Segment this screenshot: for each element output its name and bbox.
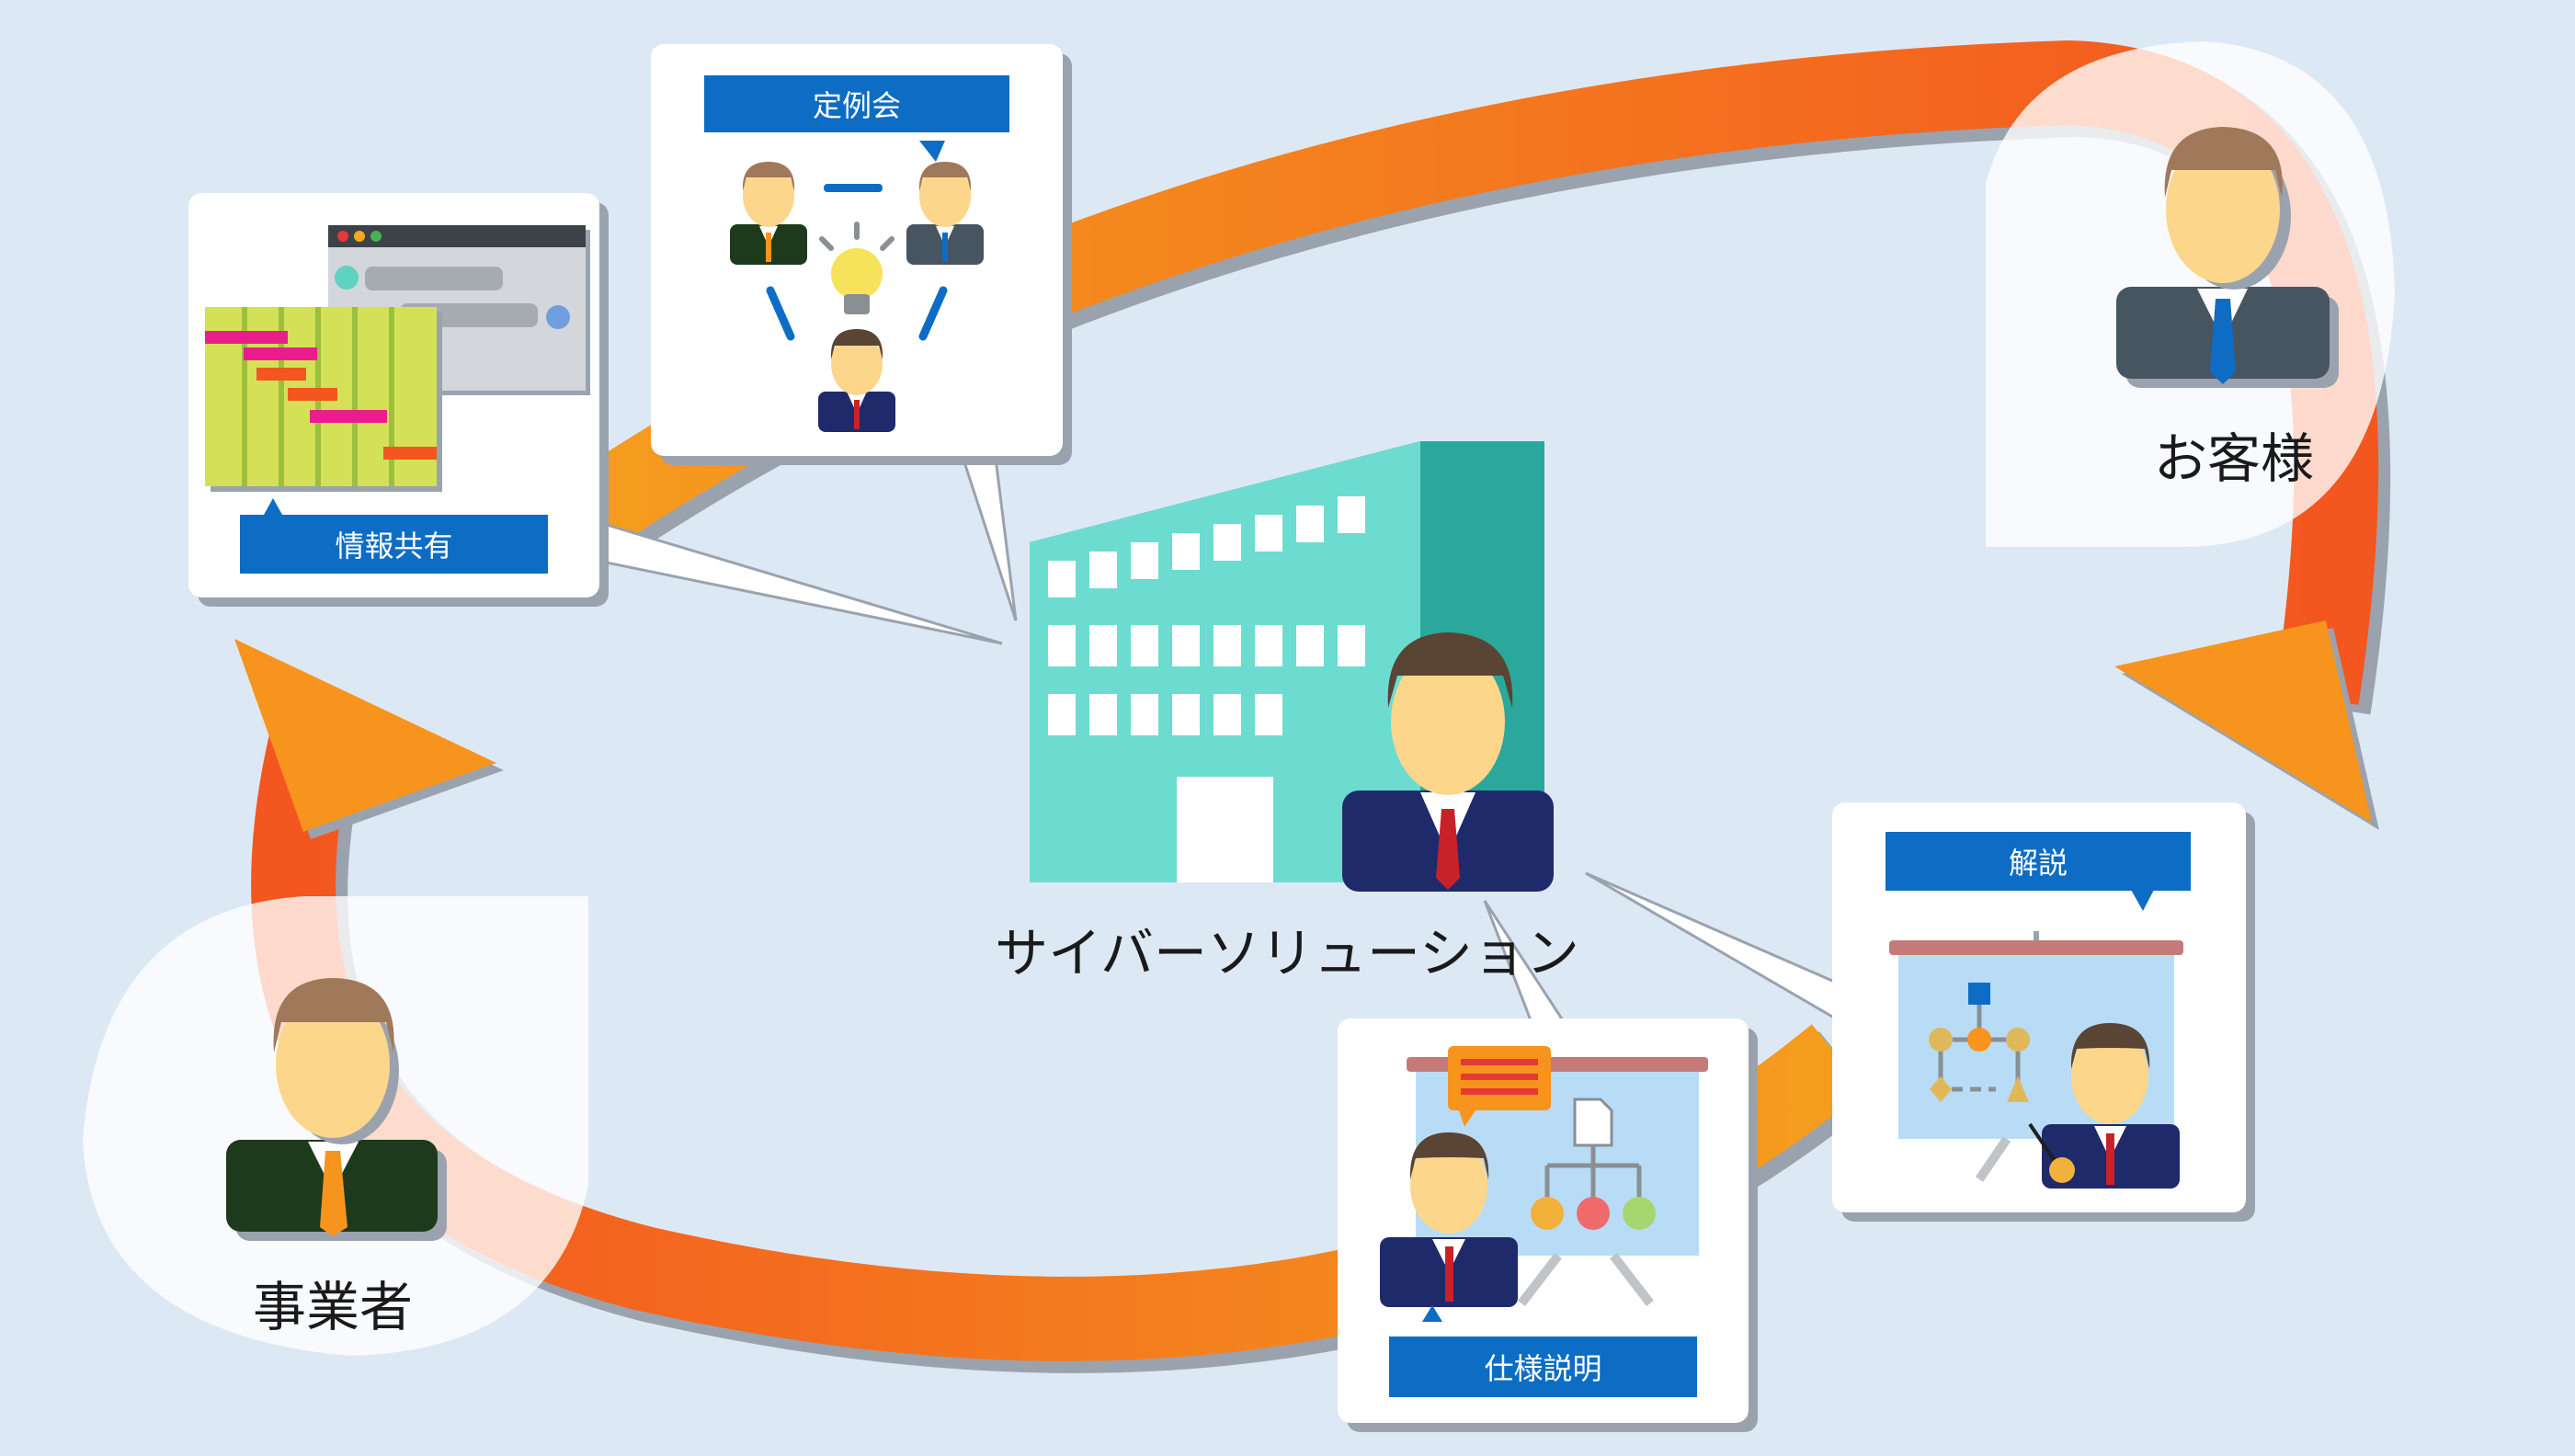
sharing-illustration [205,225,590,515]
business-label: 事業者 [252,1276,414,1338]
arrowhead-left [234,639,504,839]
card-sharing: 情報共有 [188,193,599,597]
customer-person-icon [2116,127,2339,388]
center-label: サイバーソリューション [995,922,1579,984]
card-spec: 仕様説明 [1338,1018,1749,1423]
callout-pointers [586,435,1840,1023]
card-meeting: 定例会 [651,44,1063,456]
arrowhead-right [2114,620,2379,830]
spec-illustration [1380,1046,1708,1322]
customer-label: お客様 [2153,427,2315,490]
meeting-tag: 定例会 [704,75,1009,132]
explain-illustration [1889,890,2183,1189]
sharing-tag: 情報共有 [240,515,548,574]
staff-person-icon [1342,632,1554,892]
explain-tag: 解説 [1886,832,2191,891]
card-explain: 解説 [1832,802,2246,1212]
business-person-icon [226,978,447,1241]
meeting-illustration [730,141,984,432]
spec-tag: 仕様説明 [1389,1337,1697,1397]
